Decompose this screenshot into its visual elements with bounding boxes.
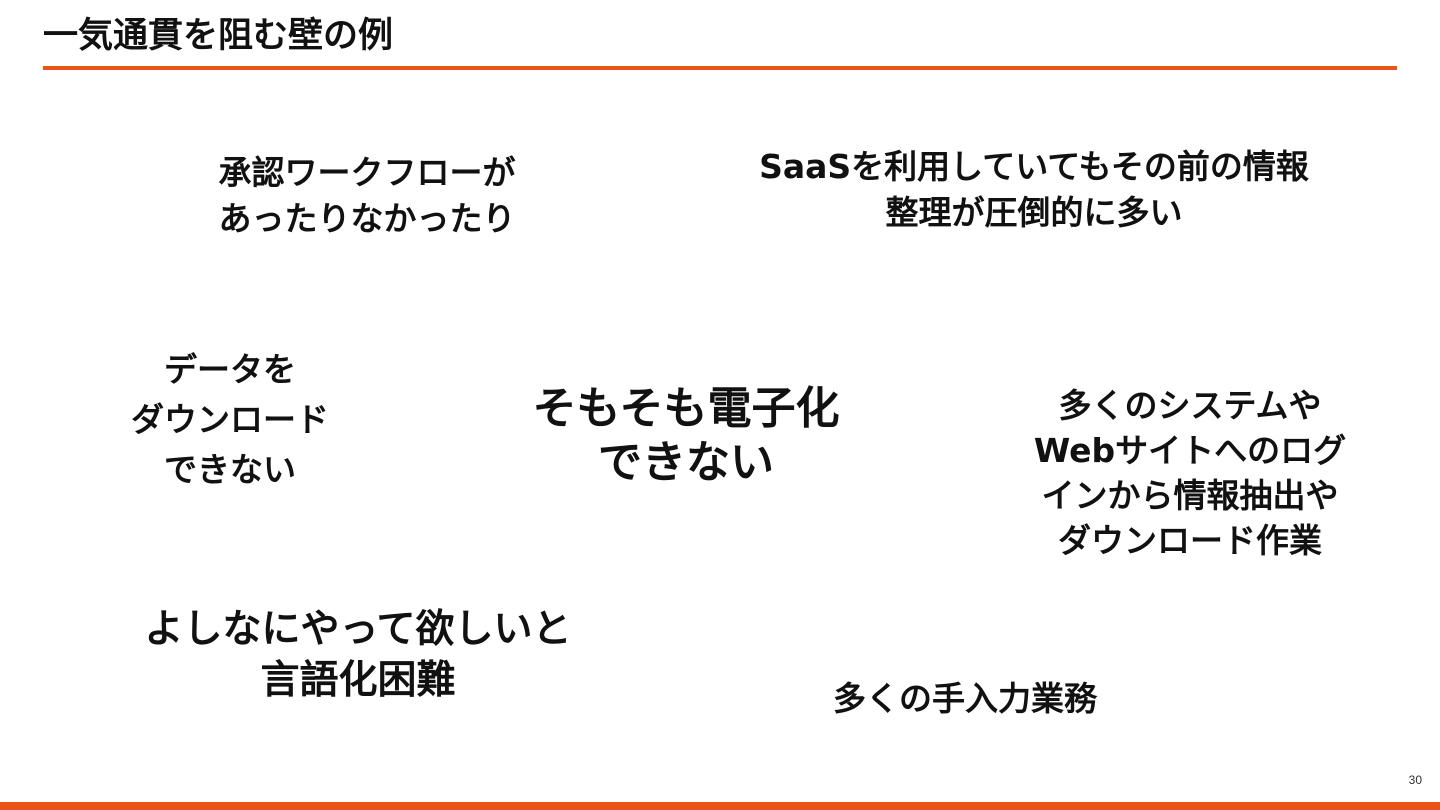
barrier-verbalization: よしなにやって欲しいと 言語化困難: [118, 604, 598, 706]
barrier-line: ダウンロード: [131, 400, 329, 439]
barrier-line: 言語化困難: [260, 658, 456, 703]
barrier-line: よしなにやって欲しいと: [144, 607, 572, 652]
barrier-line: できない: [164, 450, 296, 489]
barrier-approval-workflow: 承認ワークフローが あったりなかったり: [187, 150, 547, 242]
barrier-multiple-systems: 多くのシステムや Webサイトへのログ インから情報抽出や ダウンロード作業: [1000, 383, 1380, 563]
barrier-line: 多くの手入力業務: [833, 679, 1097, 718]
footer-bar: [0, 802, 1440, 810]
barrier-line: SaaSを利用していてもその前の情報: [759, 147, 1309, 186]
barrier-line: 承認ワークフローが: [218, 153, 516, 192]
barrier-line: 多くのシステムや: [1058, 386, 1322, 425]
barrier-line: あったりなかったり: [218, 199, 516, 238]
slide-title: 一気通貫を阻む壁の例: [43, 16, 394, 56]
barrier-saas-preparation: SaaSを利用していてもその前の情報 整理が圧倒的に多い: [718, 144, 1350, 236]
barrier-line: そもそも電子化: [532, 383, 840, 434]
barrier-line: Webサイトへのログ: [1033, 431, 1347, 470]
barrier-line: ダウンロード作業: [1058, 521, 1322, 560]
barrier-digitization: そもそも電子化 できない: [500, 382, 872, 490]
page-number: 30: [1408, 773, 1422, 787]
barrier-line: インから情報抽出や: [1041, 476, 1339, 515]
title-underline: [43, 66, 1397, 70]
barrier-data-download: データを ダウンロード できない: [98, 345, 362, 495]
barrier-line: データを: [164, 350, 296, 389]
barrier-manual-input: 多くの手入力業務: [790, 676, 1140, 722]
barrier-line: できない: [598, 437, 774, 488]
barrier-line: 整理が圧倒的に多い: [885, 193, 1183, 232]
